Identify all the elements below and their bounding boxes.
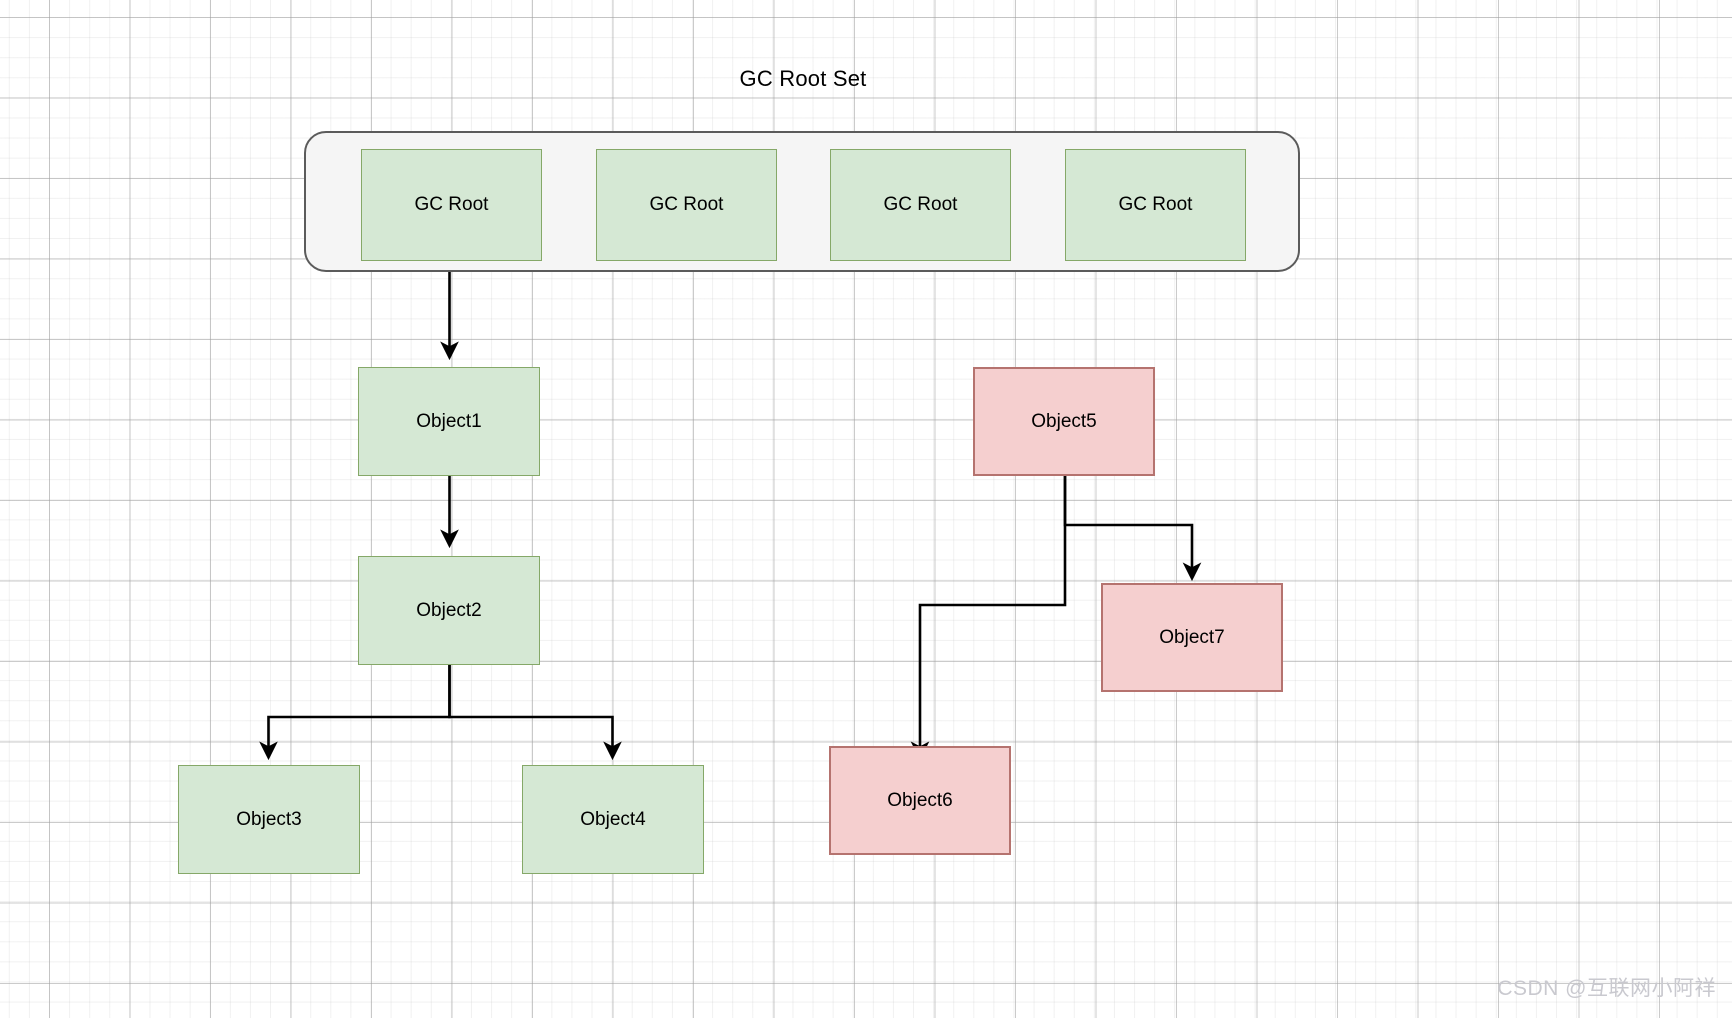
node-object5-label: Object5	[1031, 410, 1097, 432]
gc-root-box-4-label: GC Root	[1118, 194, 1193, 215]
page-title-text: GC Root Set	[739, 66, 867, 91]
gc-root-box-2[interactable]: GC Root	[596, 149, 777, 261]
node-object7-label: Object7	[1159, 626, 1225, 648]
node-object7[interactable]: Object7	[1101, 583, 1283, 692]
node-object2-label: Object2	[416, 599, 482, 621]
node-object6[interactable]: Object6	[829, 746, 1011, 855]
gc-root-set-container: GC Root GC Root GC Root GC Root	[304, 131, 1300, 272]
node-object4-label: Object4	[580, 808, 646, 830]
gc-root-box-3[interactable]: GC Root	[830, 149, 1011, 261]
node-object1-label: Object1	[416, 410, 482, 432]
node-object5[interactable]: Object5	[973, 367, 1155, 476]
gc-root-box-3-label: GC Root	[883, 194, 958, 215]
edge-object5-to-object7	[1063, 476, 1202, 582]
node-object4[interactable]: Object4	[522, 765, 704, 874]
node-object3-label: Object3	[236, 808, 302, 830]
page-title: GC Root Set	[0, 66, 1732, 92]
node-object6-label: Object6	[887, 789, 953, 811]
edge-object2-to-object4	[448, 665, 622, 761]
gc-root-box-1-label: GC Root	[414, 194, 489, 215]
edge-object5-to-object6	[910, 476, 1067, 761]
edge-object2-to-object3	[259, 665, 451, 761]
gc-root-box-4[interactable]: GC Root	[1065, 149, 1246, 261]
watermark: CSDN @互联网小阿祥	[1497, 977, 1716, 1000]
node-object3[interactable]: Object3	[178, 765, 360, 874]
gc-root-box-1[interactable]: GC Root	[361, 149, 542, 261]
node-object1[interactable]: Object1	[358, 367, 540, 476]
node-object2[interactable]: Object2	[358, 556, 540, 665]
gc-root-box-2-label: GC Root	[649, 194, 724, 215]
